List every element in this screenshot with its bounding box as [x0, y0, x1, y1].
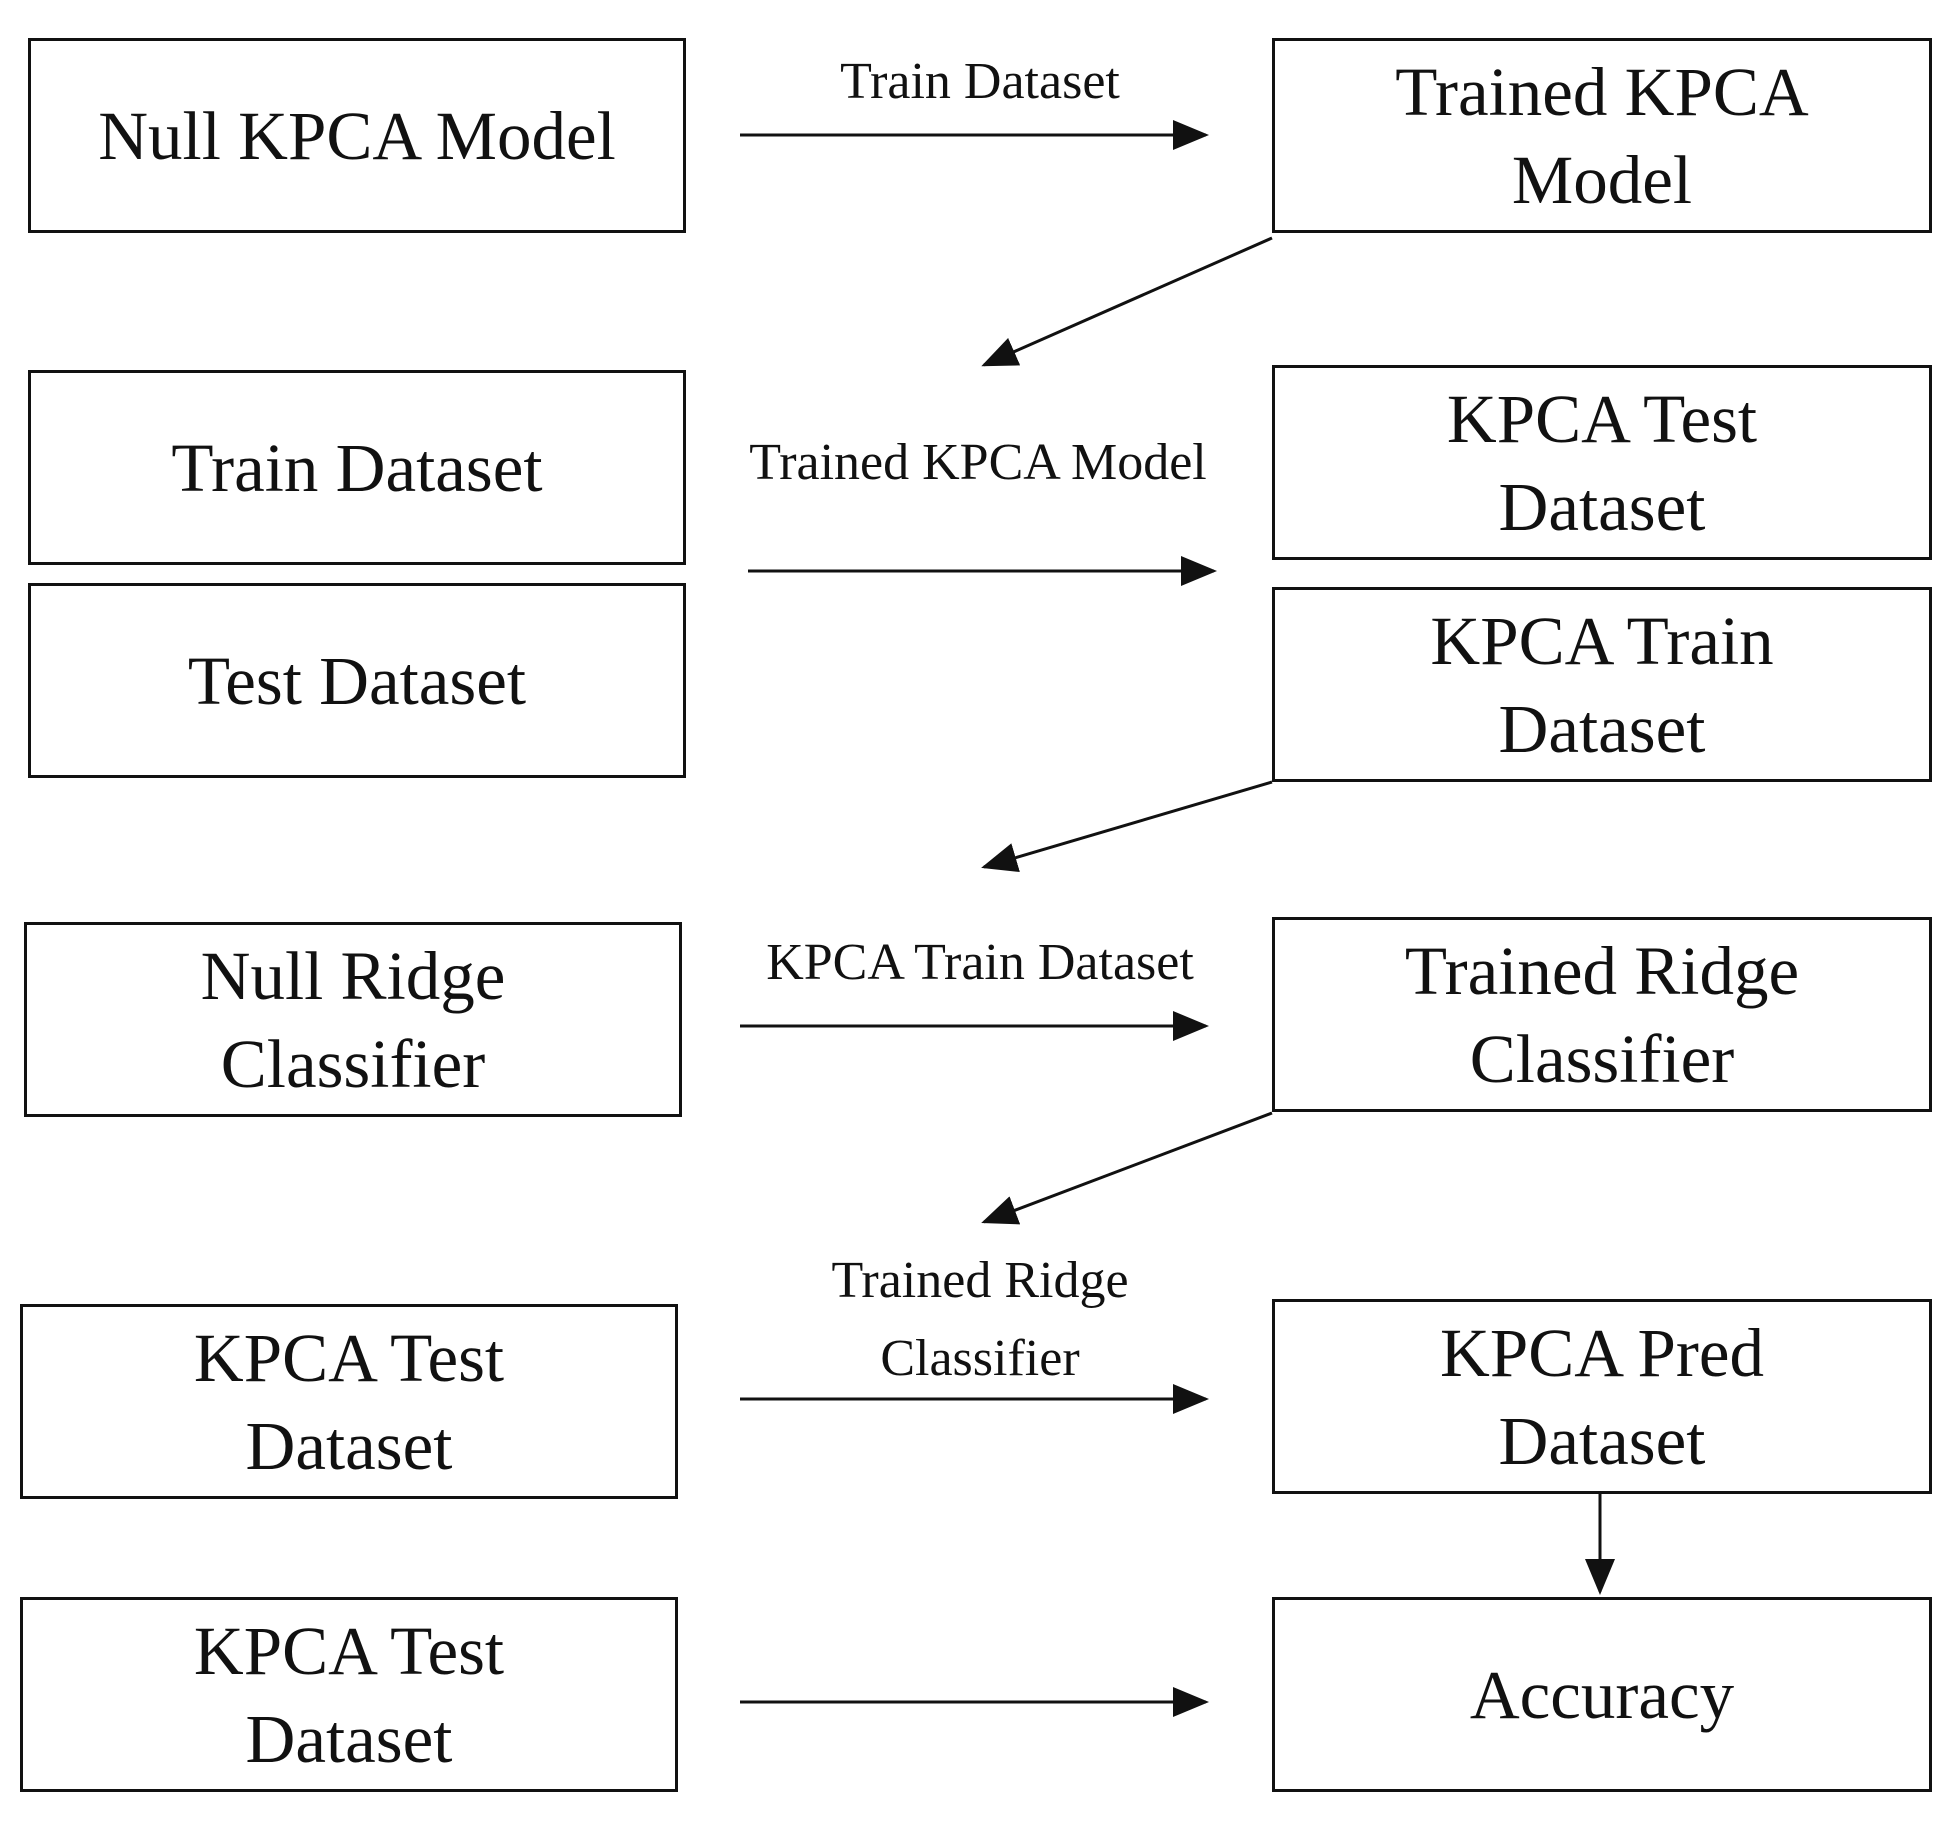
edge-label-kpca-train-dataset: KPCA Train Dataset — [766, 934, 1194, 991]
arrow-trained-ridge-diagonal — [981, 1111, 1273, 1225]
edge-label-trained-kpca-model: Trained KPCA Model — [749, 434, 1207, 491]
kpca-test-dataset-eval-box: KPCA Test Dataset — [20, 1597, 678, 1792]
accuracy-box: Accuracy — [1272, 1597, 1932, 1792]
null-ridge-classifier-box: Null Ridge Classifier — [24, 922, 682, 1117]
null-kpca-model-box: Null KPCA Model — [28, 38, 686, 233]
train-dataset-box: Train Dataset — [28, 370, 686, 565]
test-dataset-box: Test Dataset — [28, 583, 686, 778]
edge-label-train-dataset: Train Dataset — [840, 53, 1120, 110]
trained-kpca-model-box: Trained KPCA Model — [1272, 38, 1932, 233]
kpca-train-dataset-box: KPCA Train Dataset — [1272, 587, 1932, 782]
trained-ridge-classifier-box: Trained Ridge Classifier — [1272, 917, 1932, 1112]
arrow-kpca-train-diagonal — [981, 780, 1273, 873]
kpca-test-dataset-box: KPCA Test Dataset — [1272, 365, 1932, 560]
arrow-trained-kpca-diagonal — [981, 236, 1273, 367]
kpca-pred-dataset-box: KPCA Pred Dataset — [1272, 1299, 1932, 1494]
kpca-test-dataset-input-box: KPCA Test Dataset — [20, 1304, 678, 1499]
edge-label-trained-ridge-classifier: Trained Ridge Classifier — [831, 1252, 1129, 1387]
